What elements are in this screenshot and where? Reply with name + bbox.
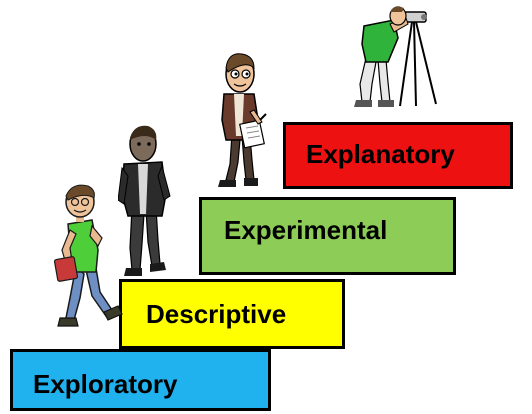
student-walking-figure — [53, 184, 123, 327]
step-descriptive: Descriptive — [119, 279, 345, 349]
step-experimental-label: Experimental — [224, 214, 388, 245]
step-exploratory: Exploratory — [10, 349, 271, 411]
step-experimental: Experimental — [199, 197, 456, 275]
man-in-leather-jacket-figure — [118, 125, 171, 276]
step-explanatory-label: Explanatory — [306, 139, 455, 169]
surveyor-with-tripod-figure — [354, 6, 437, 107]
step-exploratory-label: Exploratory — [33, 368, 178, 399]
step-descriptive-label: Descriptive — [146, 298, 287, 329]
man-writing-notes-figure — [218, 53, 267, 187]
step-explanatory: Explanatory — [283, 122, 513, 189]
